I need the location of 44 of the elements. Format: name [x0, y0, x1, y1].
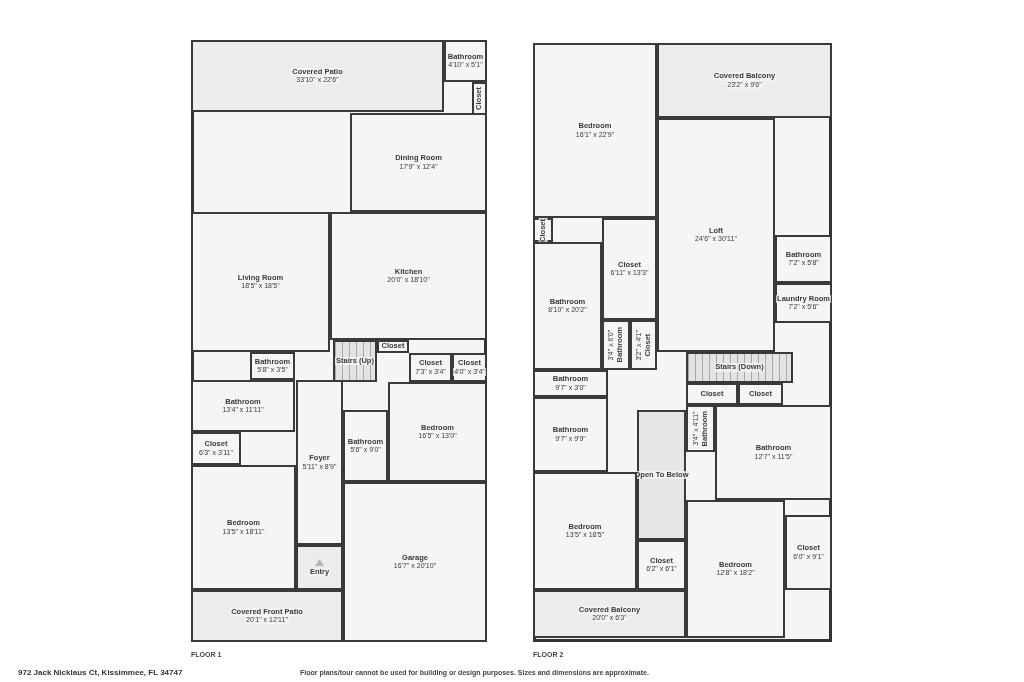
- floor-plan: [191, 40, 487, 660]
- stairs-area: [686, 352, 793, 383]
- room-area: [630, 320, 657, 370]
- address-text: 972 Jack Nicklaus Ct, Kissimmee, FL 34747: [18, 667, 183, 679]
- room-area: [637, 540, 686, 590]
- room-area: [444, 40, 487, 82]
- room-area: [533, 397, 608, 472]
- room-area: [686, 500, 785, 638]
- room-area: [191, 380, 295, 432]
- room-area: [472, 82, 487, 115]
- outdoor-area: [191, 590, 343, 642]
- room-area: [533, 218, 553, 242]
- room-area: [533, 370, 608, 397]
- outdoor-area: [657, 43, 832, 118]
- room-area: [350, 113, 487, 212]
- room-area: [775, 235, 832, 283]
- room-area: [388, 382, 487, 482]
- room-area: [330, 212, 487, 340]
- room-area: [715, 405, 832, 500]
- room-area: [657, 118, 775, 352]
- room-area: [738, 383, 783, 405]
- room-area: [775, 283, 832, 323]
- room-area: [686, 383, 738, 405]
- outdoor-area: [533, 590, 686, 638]
- room-area: [452, 353, 487, 382]
- room-area: [602, 320, 630, 370]
- room-area: [409, 353, 452, 382]
- room-area: [191, 465, 296, 590]
- room-area: [686, 405, 715, 452]
- room-area: [533, 43, 657, 218]
- room-area: [296, 380, 343, 545]
- room-area: [343, 410, 388, 482]
- room-area: [533, 472, 637, 590]
- room-area: [191, 212, 330, 352]
- outdoor-area: [296, 545, 343, 590]
- room-area: [250, 352, 295, 380]
- room-area: [533, 242, 602, 370]
- stairs-area: [333, 340, 377, 382]
- outdoor-area: [191, 40, 444, 112]
- room-area: [602, 218, 657, 320]
- room-area: [191, 432, 241, 465]
- room-area: [343, 482, 487, 642]
- floor-plan: [533, 43, 832, 660]
- room-area: [785, 515, 832, 590]
